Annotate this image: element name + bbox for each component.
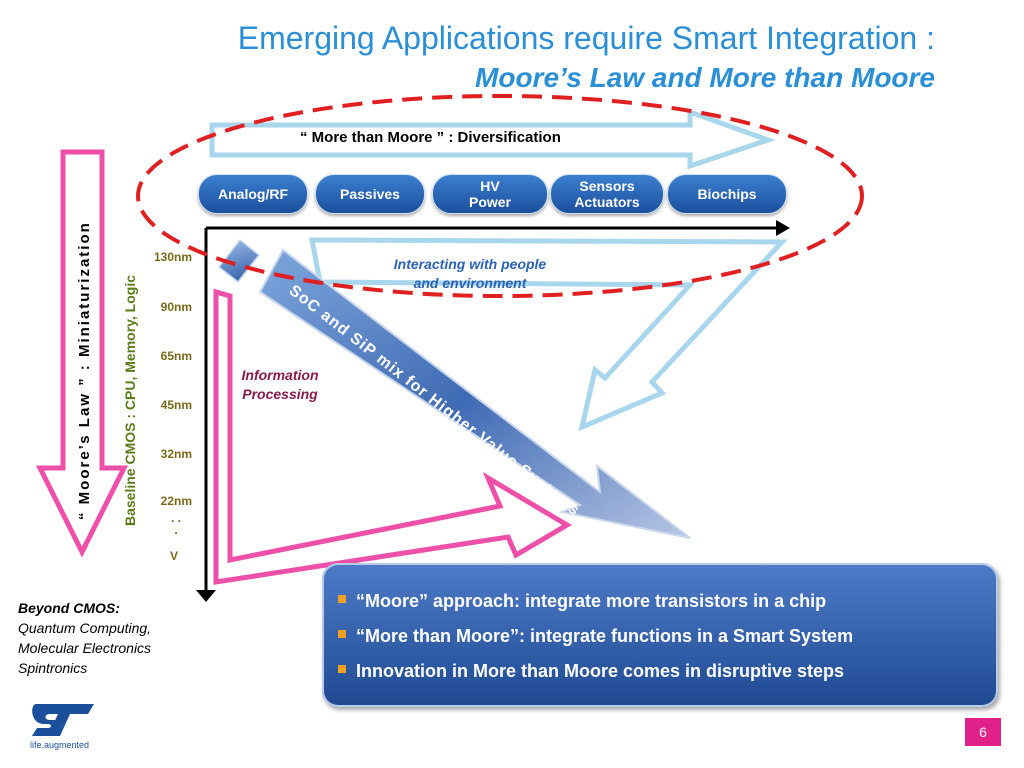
moores-law-arrow bbox=[35, 149, 129, 558]
beyond-cmos-line: Quantum Computing, bbox=[18, 620, 152, 636]
pill-passives: Passives bbox=[315, 174, 425, 214]
pill-biochips: Biochips bbox=[667, 174, 787, 214]
beyond-cmos-title: Beyond CMOS: bbox=[18, 600, 120, 616]
title-line-2: Moore’s Law and More than Moore bbox=[475, 62, 935, 93]
information-processing-label: Information Processing bbox=[241, 367, 319, 402]
node-32nm: 32nm bbox=[160, 447, 192, 461]
vertical-axis-head bbox=[196, 590, 216, 602]
summary-box: “Moore” approach: integrate more transis… bbox=[322, 563, 998, 707]
interacting-label: Interacting with people and environment bbox=[393, 256, 547, 291]
node-45nm: 45nm bbox=[160, 398, 192, 412]
node-65nm: 65nm bbox=[160, 349, 192, 363]
horizontal-axis-head bbox=[776, 220, 790, 236]
pill-analog-rf: Analog/RF bbox=[198, 174, 308, 214]
node-dots: . . . bbox=[170, 511, 181, 537]
interacting-arrow bbox=[308, 237, 788, 432]
beyond-cmos-line: Spintronics bbox=[18, 660, 88, 676]
bullet-square-icon bbox=[338, 630, 346, 639]
page-number: 6 bbox=[965, 718, 1001, 746]
bullet-item: “More than Moore”: integrate functions i… bbox=[338, 626, 853, 647]
bullet-item: Innovation in More than Moore comes in d… bbox=[338, 661, 844, 682]
soc-sip-arrow bbox=[258, 248, 691, 539]
st-logo-icon bbox=[32, 704, 94, 736]
beyond-cmos: Beyond CMOS: Quantum Computing, Molecula… bbox=[18, 598, 151, 678]
title-line-1: Emerging Applications require Smart Inte… bbox=[237, 20, 935, 56]
pill-sensors-actuators: Sensors Actuators bbox=[550, 174, 664, 214]
pill-hv-power: HV Power bbox=[432, 174, 548, 214]
node-90nm: 90nm bbox=[160, 300, 192, 314]
node-end: V bbox=[170, 549, 179, 563]
baseline-cmos-label: Baseline CMOS : CPU, Memory, Logic bbox=[122, 274, 138, 526]
logo-text: life.augmented bbox=[30, 740, 90, 750]
bullet-square-icon bbox=[338, 595, 346, 604]
diversification-ellipse bbox=[136, 94, 864, 298]
bullet-item: “Moore” approach: integrate more transis… bbox=[338, 591, 826, 612]
information-processing-arrow bbox=[213, 288, 572, 585]
more-than-moore-arrow bbox=[209, 108, 776, 170]
more-than-moore-label: “ More than Moore ” : Diversification bbox=[300, 129, 561, 146]
beyond-cmos-line: Molecular Electronics bbox=[18, 640, 152, 656]
bullet-square-icon bbox=[338, 665, 346, 674]
node-22nm: 22nm bbox=[160, 494, 192, 508]
moores-law-label: “ Moore’s Law ” : Miniaturization bbox=[76, 221, 93, 520]
node-130nm: 130nm bbox=[153, 250, 192, 264]
